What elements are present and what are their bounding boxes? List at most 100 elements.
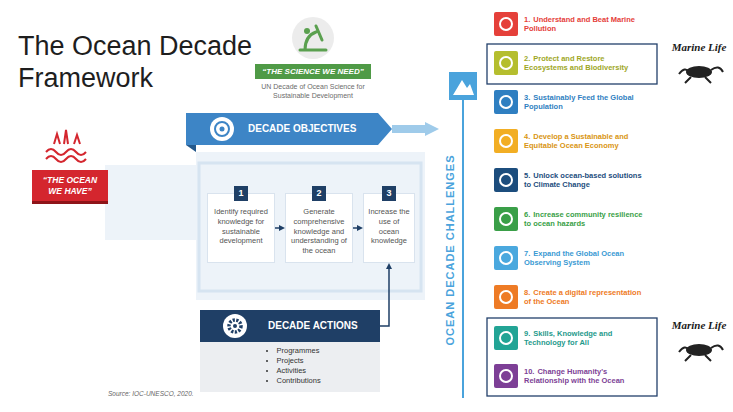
logo-label: Marine Life: [668, 42, 730, 53]
actions-panel: DECADE ACTIONSProgrammesProjectsActiviti…: [200, 310, 380, 386]
icon-glyph: [500, 135, 512, 147]
challenge-text: Sustainably Feed the Global Population: [524, 93, 634, 111]
challenge-item: 1.Understand and Beat Marine Pollution: [490, 15, 650, 33]
highlight-frame: [487, 44, 657, 84]
connector-arrow: [275, 227, 279, 229]
highlight-frame: [487, 318, 657, 396]
challenge-icon: [494, 326, 518, 350]
challenge-text: Understand and Beat Marine Pollution: [524, 15, 635, 33]
challenge-number: 2.: [524, 54, 530, 63]
challenge-item: 8.Create a digital representation of the…: [490, 288, 650, 306]
challenge-icon: [494, 90, 518, 114]
challenge-text: Develop a Sustainable and Equitable Ocea…: [524, 132, 628, 150]
challenge-icon: [494, 51, 518, 75]
challenges-icon: [449, 72, 477, 100]
challenges-band: OCEAN DECADE CHALLENGES: [439, 110, 461, 390]
step-text: Increase the use of ocean knowledge: [368, 207, 410, 246]
challenge-item: 5.Unlock ocean-based solutions to Climat…: [490, 171, 650, 189]
icon-glyph: [500, 370, 512, 382]
page-title: The Ocean Decade Framework: [18, 30, 258, 95]
challenge-icon: [494, 364, 518, 388]
microscope-icon: [304, 28, 310, 34]
ribbon-label: DECADE ACTIONS: [200, 310, 380, 342]
target-icon: [215, 122, 229, 136]
challenge-number: 4.: [524, 132, 530, 141]
target-icon: [220, 127, 225, 132]
challenge-item: 10.Change Humanity's Relationship with t…: [490, 367, 650, 385]
challenge-number: 7.: [524, 249, 530, 258]
challenge-number: 10.: [524, 367, 534, 376]
challenge-item: 4.Develop a Sustainable and Equitable Oc…: [490, 132, 650, 150]
objectives-ribbon: [186, 113, 392, 145]
icon-square: [494, 326, 518, 350]
objectives-ribbon: DECADE OBJECTIVES: [186, 113, 392, 145]
step-text: Identify required knowledge for sustaina…: [212, 207, 270, 246]
list-item: Contributions: [266, 376, 380, 386]
mountain-icon: [453, 80, 474, 95]
challenge-number: 1.: [524, 15, 530, 24]
challenge-text: Protect and Restore Ecosystems and Biodi…: [524, 54, 628, 72]
challenge-item: 6.Increase community resilience to ocean…: [490, 210, 650, 228]
banner-label: “THE OCEAN WE HAVE”: [32, 170, 108, 201]
icon-square: [494, 12, 518, 36]
icon-square: [494, 207, 518, 231]
gear-icon: [233, 324, 237, 328]
icon-glyph: [500, 18, 512, 30]
challenge-item: 3.Sustainably Feed the Global Population: [490, 93, 650, 111]
turtle-shell: [686, 344, 712, 356]
challenge-text: Unlock ocean-based solutions to Climate …: [524, 171, 642, 189]
icon-glyph: [500, 96, 512, 108]
feedback-loop: [199, 163, 421, 291]
connector-arrow: [392, 125, 425, 133]
objective-box: 2Generate comprehensive knowledge and un…: [285, 193, 353, 263]
challenge-text: Skills, Knowledge and Technology for All: [524, 329, 612, 347]
challenge-icons: [494, 12, 518, 388]
step-number: 2: [312, 186, 326, 201]
icon-square: [494, 129, 518, 153]
banner-label: “THE SCIENCE WE NEED”: [255, 64, 371, 79]
turtle-logo: [679, 344, 723, 361]
logo-label: Marine Life: [668, 320, 730, 331]
ocean-banner: “THE OCEAN WE HAVE”: [32, 170, 108, 201]
icon-square: [494, 246, 518, 270]
science-banner: “THE SCIENCE WE NEED”UN Decade of Ocean …: [255, 64, 371, 101]
icon-glyph: [500, 174, 512, 186]
step-text: Generate comprehensive knowledge and und…: [290, 207, 348, 256]
wave-icon: [46, 156, 86, 162]
ribbon-label: DECADE OBJECTIVES: [186, 113, 392, 145]
step-number: 1: [234, 186, 248, 201]
turtle-logo: [679, 66, 723, 83]
turtle-flippers: [679, 67, 723, 83]
challenge-number: 8.: [524, 288, 530, 297]
icon-glyph: [500, 291, 512, 303]
challenge-icon: [494, 207, 518, 231]
band-label: OCEAN DECADE CHALLENGES: [439, 110, 461, 390]
icon-square: [494, 90, 518, 114]
challenge-icon: [494, 129, 518, 153]
challenge-text: Expand the Global Ocean Observing System: [524, 249, 624, 267]
challenge-number: 3.: [524, 93, 530, 102]
challenge-icon: [494, 12, 518, 36]
microscope-icon: [300, 26, 326, 50]
icon-glyph: [500, 332, 512, 344]
connector-arrow: [353, 227, 357, 229]
ribbon-fold: [186, 145, 196, 152]
challenge-item: 9.Skills, Knowledge and Technology for A…: [490, 329, 650, 347]
wave-icon: [46, 149, 86, 155]
target-icon: [210, 117, 234, 141]
challenge-number: 9.: [524, 329, 530, 338]
challenge-icon: [494, 285, 518, 309]
objective-box: 3Increase the use of ocean knowledge: [363, 193, 415, 263]
step-number: 3: [382, 186, 396, 201]
science-icon: [292, 17, 334, 59]
icon-glyph: [500, 57, 512, 69]
challenge-text: Create a digital representation of the O…: [524, 288, 641, 306]
icon-square: [494, 51, 518, 75]
actions-ribbon: [200, 310, 380, 342]
icon-glyph: [500, 252, 512, 264]
icon-glyph: [500, 213, 512, 225]
turtle-shell: [686, 66, 712, 78]
challenges-line: [462, 100, 464, 398]
turtle-flippers: [679, 345, 723, 361]
